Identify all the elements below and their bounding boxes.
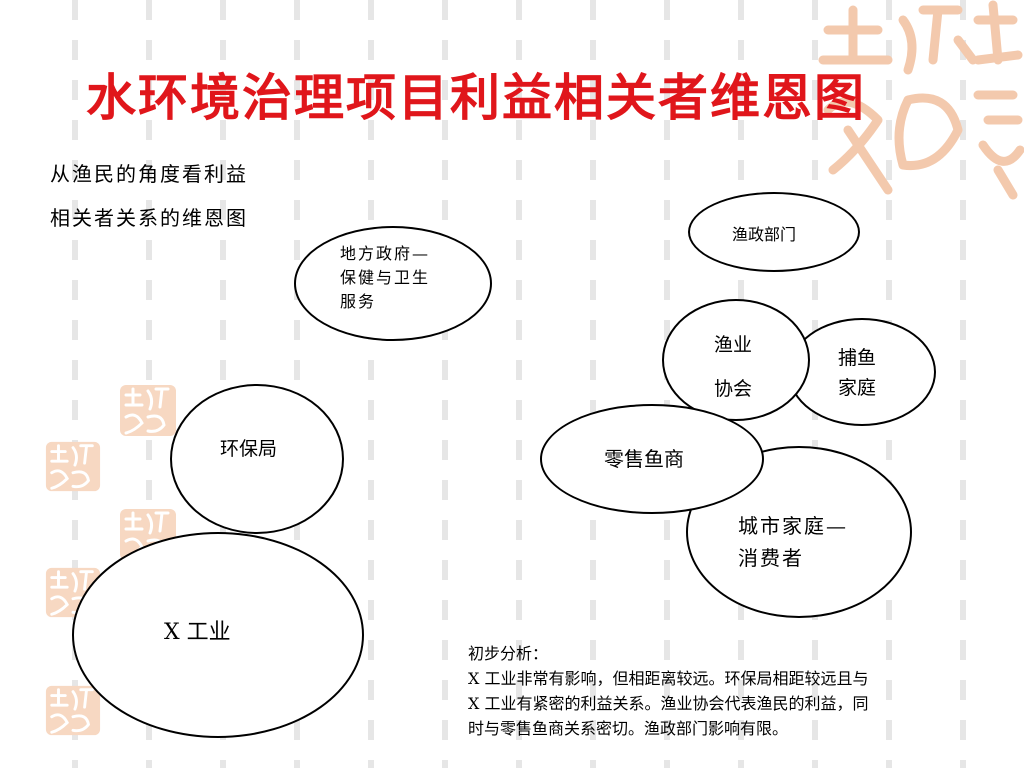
analysis-line-3: 时与零售鱼商关系密切。渔政部门影响有限。	[468, 719, 789, 738]
subtitle-line-1: 从渔民的角度看利益	[50, 162, 248, 186]
node-retail-fish-merchant	[540, 404, 764, 514]
analysis-notes: 初步分析： X 工业非常有影响，但相距离较远。环保局相距较远且与 X 工业有紧密…	[468, 641, 988, 741]
node-fishery-department-label: 渔政部门	[732, 225, 797, 244]
node-local-government-line-3: 服务	[340, 292, 377, 311]
node-local-government-line-2: 保健与卫生	[340, 268, 431, 287]
decorative-seal-logo-small-1	[120, 385, 176, 436]
node-fishing-family-line-2: 家庭	[838, 377, 877, 399]
node-local-government-line-1: 地方政府—	[340, 244, 431, 263]
node-environmental-bureau	[170, 384, 344, 534]
node-environmental-bureau-label: 环保局	[220, 438, 278, 460]
node-retail-fish-merchant-label: 零售鱼商	[604, 447, 684, 471]
decorative-seal-logo-small-5	[45, 685, 101, 736]
node-fishery-association-line-2: 协会	[714, 378, 753, 400]
node-fishery-association	[662, 299, 810, 421]
node-urban-family-line-1: 城市家庭—	[738, 514, 848, 538]
node-fishery-department	[688, 192, 860, 272]
analysis-heading: 初步分析：	[468, 644, 549, 663]
node-fishing-family-line-1: 捕鱼	[838, 347, 877, 369]
analysis-line-1: X 工业非常有影响，但相距离较远。环保局相距较远且与	[468, 669, 869, 688]
node-fishery-association-line-1: 渔业	[714, 334, 753, 356]
node-local-government	[294, 226, 492, 341]
decorative-seal-logo	[818, 0, 1024, 200]
analysis-line-2: X 工业有紧密的利益关系。渔业协会代表渔民的利益，同	[468, 694, 869, 713]
decorative-seal-logo-small-2	[45, 441, 101, 492]
node-x-industry-label: X 工业	[164, 620, 231, 645]
node-x-industry	[72, 532, 364, 738]
node-urban-family-line-2: 消费者	[738, 546, 804, 570]
subtitle-line-2: 相关者关系的维恩图	[50, 206, 248, 230]
page-title: 水环境治理项目利益相关者维恩图	[86, 68, 866, 127]
